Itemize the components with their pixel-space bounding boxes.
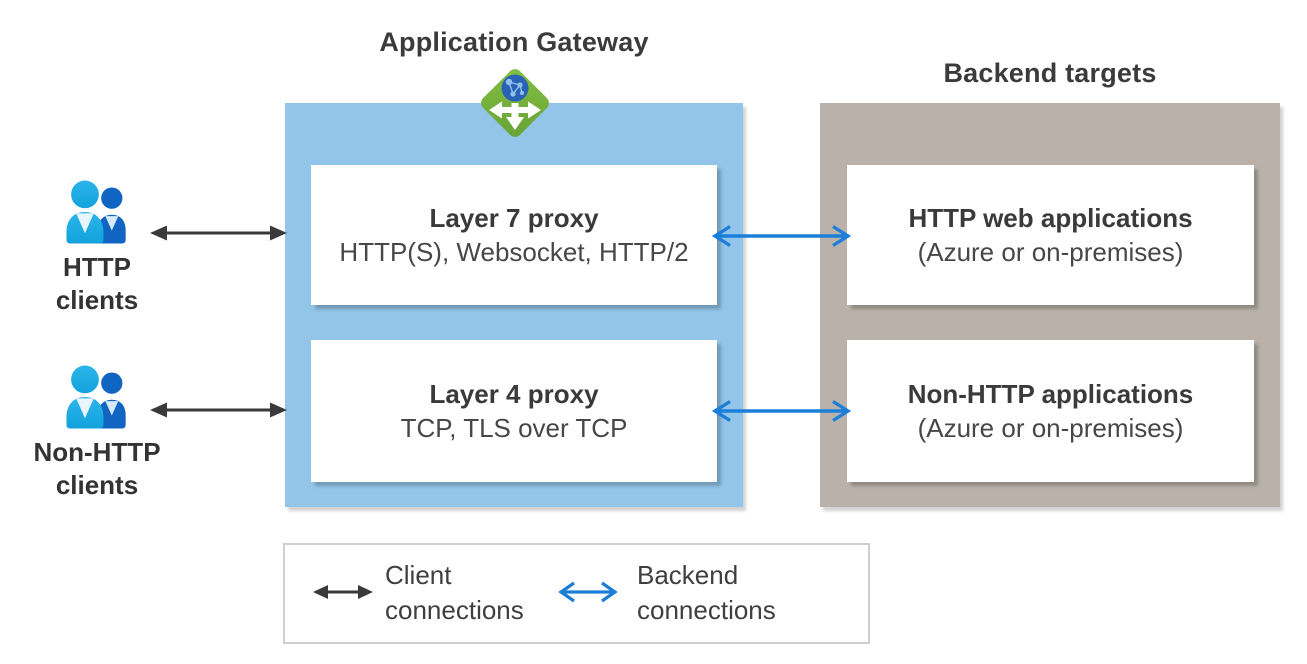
http-web-applications-title: HTTP web applications (908, 203, 1193, 233)
layer7-proxy-title: Layer 7 proxy (429, 203, 599, 233)
http-clients-label-line1: HTTP (63, 252, 131, 282)
legend-backend-line1: Backend (637, 560, 739, 590)
layer4-proxy-title: Layer 4 proxy (429, 379, 599, 409)
legend-client-line2: connections (385, 595, 524, 625)
non-http-clients-label-line2: clients (55, 470, 139, 500)
non-http-clients-label-line1: Non-HTTP (33, 437, 161, 467)
legend-box: Client connections Backend connections (283, 543, 870, 644)
backend-targets-title: Backend targets (943, 58, 1157, 88)
http-web-applications-box: HTTP web applications (Azure or on-premi… (847, 165, 1254, 305)
non-http-applications-location: (Azure or on-premises) (917, 413, 1184, 443)
non-http-applications-title: Non-HTTP applications (907, 379, 1194, 409)
layer4-proxy-box: Layer 4 proxy TCP, TLS over TCP (311, 340, 717, 482)
layer7-proxy-protocols: HTTP(S), Websocket, HTTP/2 (339, 237, 689, 267)
client-connection-arrow-bottom (150, 402, 287, 418)
client-connection-arrow-top (150, 225, 287, 241)
http-clients-users-icon (66, 180, 126, 244)
http-clients-label-line2: clients (55, 285, 139, 315)
http-web-applications-location: (Azure or on-premises) (917, 237, 1184, 267)
non-http-applications-box: Non-HTTP applications (Azure or on-premi… (847, 340, 1254, 482)
legend-client-line1: Client (385, 560, 452, 590)
gateway-title: Application Gateway (379, 27, 649, 57)
layer4-proxy-protocols: TCP, TLS over TCP (400, 413, 628, 443)
backend-connection-legend-arrow-icon (558, 581, 618, 603)
http-clients-label: HTTP clients (8, 251, 186, 317)
application-gateway-icon (481, 69, 549, 137)
backend-connection-arrow-bottom (711, 400, 852, 422)
layer7-proxy-box: Layer 7 proxy HTTP(S), Websocket, HTTP/2 (311, 165, 717, 305)
non-http-clients-users-icon (66, 365, 126, 429)
legend-client-connections-label: Client connections (385, 558, 524, 628)
client-connection-legend-arrow-icon (313, 585, 373, 599)
backend-connection-arrow-top (711, 225, 852, 247)
legend-backend-connections-label: Backend connections (637, 558, 776, 628)
non-http-clients-label: Non-HTTP clients (8, 436, 186, 502)
legend-backend-line2: connections (637, 595, 776, 625)
